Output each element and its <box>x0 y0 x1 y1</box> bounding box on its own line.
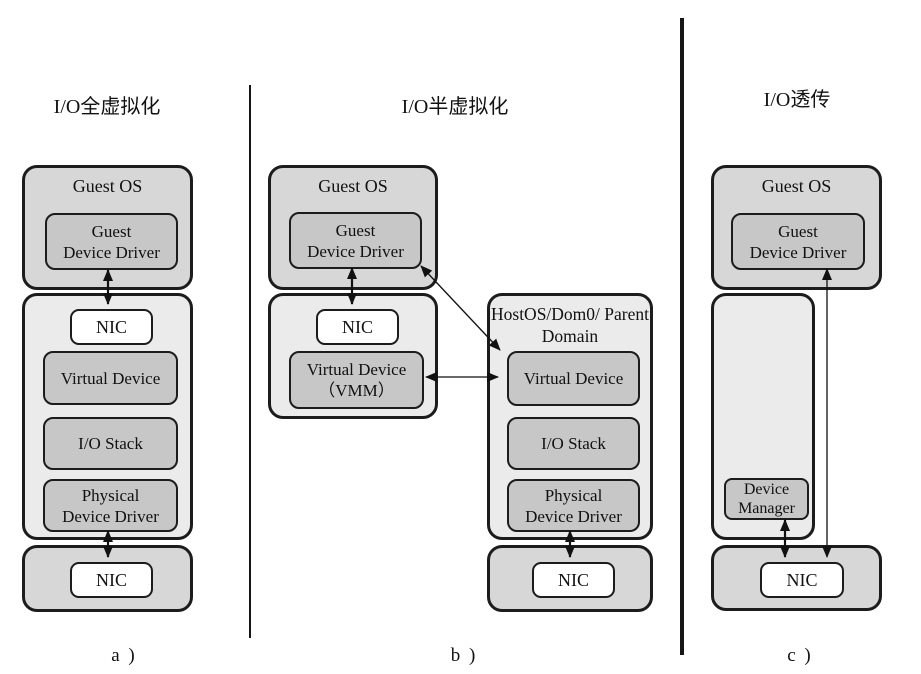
vmm-layer-box-a: NIC Virtual Device I/O Stack Physical De… <box>22 293 193 540</box>
panel-a-caption: a ) <box>111 645 137 666</box>
panel-b-title: I/O半虚拟化 <box>401 96 509 118</box>
hardware-box-c: NIC <box>711 545 882 611</box>
virtual-nic-box-b: NIC <box>316 309 399 345</box>
physical-nic-box-a: NIC <box>70 562 153 598</box>
virtual-nic-box-a: NIC <box>70 309 153 345</box>
physical-nic-box-b: NIC <box>532 562 615 598</box>
guest-os-box-c: Guest OS Guest Device Driver <box>711 165 882 290</box>
panel-b-caption: b ) <box>450 645 478 666</box>
vmm-layer-box-c: Device Manager <box>711 293 815 540</box>
host-os-box-b: HostOS/Dom0/ Parent Domain Virtual Devic… <box>487 293 653 540</box>
physical-device-driver-box-b: Physical Device Driver <box>507 479 640 532</box>
virtual-device-box-a: Virtual Device <box>43 351 178 405</box>
guest-device-driver-box-b: Guest Device Driver <box>289 212 422 269</box>
host-os-label-b: HostOS/Dom0/ Parent Domain <box>491 304 649 346</box>
guest-os-box-b: Guest OS Guest Device Driver <box>268 165 438 290</box>
io-stack-box-a: I/O Stack <box>43 417 178 470</box>
physical-nic-box-c: NIC <box>760 562 844 598</box>
vmm-layer-box-b: NIC Virtual Device （VMM） <box>268 293 438 419</box>
panel-c-caption: c ) <box>787 645 813 666</box>
virtual-device-box-b: Virtual Device <box>507 351 640 406</box>
guest-device-driver-box-a: Guest Device Driver <box>45 213 178 270</box>
guest-os-label-a: Guest OS <box>72 176 143 196</box>
physical-device-driver-box-a: Physical Device Driver <box>43 479 178 532</box>
divider-a-b <box>249 85 251 638</box>
guest-os-label-b: Guest OS <box>318 176 388 196</box>
divider-b-c <box>680 18 684 655</box>
virtual-device-vmm-box-b: Virtual Device （VMM） <box>289 351 424 409</box>
panel-a-title: I/O全虚拟化 <box>53 96 161 118</box>
io-stack-box-b: I/O Stack <box>507 417 640 470</box>
panel-c-title: I/O透传 <box>763 89 831 111</box>
hardware-box-a: NIC <box>22 545 193 612</box>
guest-device-driver-box-c: Guest Device Driver <box>731 213 865 270</box>
guest-os-label-c: Guest OS <box>761 176 832 196</box>
hardware-box-b: NIC <box>487 545 653 612</box>
device-manager-box-c: Device Manager <box>724 478 809 520</box>
guest-os-box-a: Guest OS Guest Device Driver <box>22 165 193 290</box>
